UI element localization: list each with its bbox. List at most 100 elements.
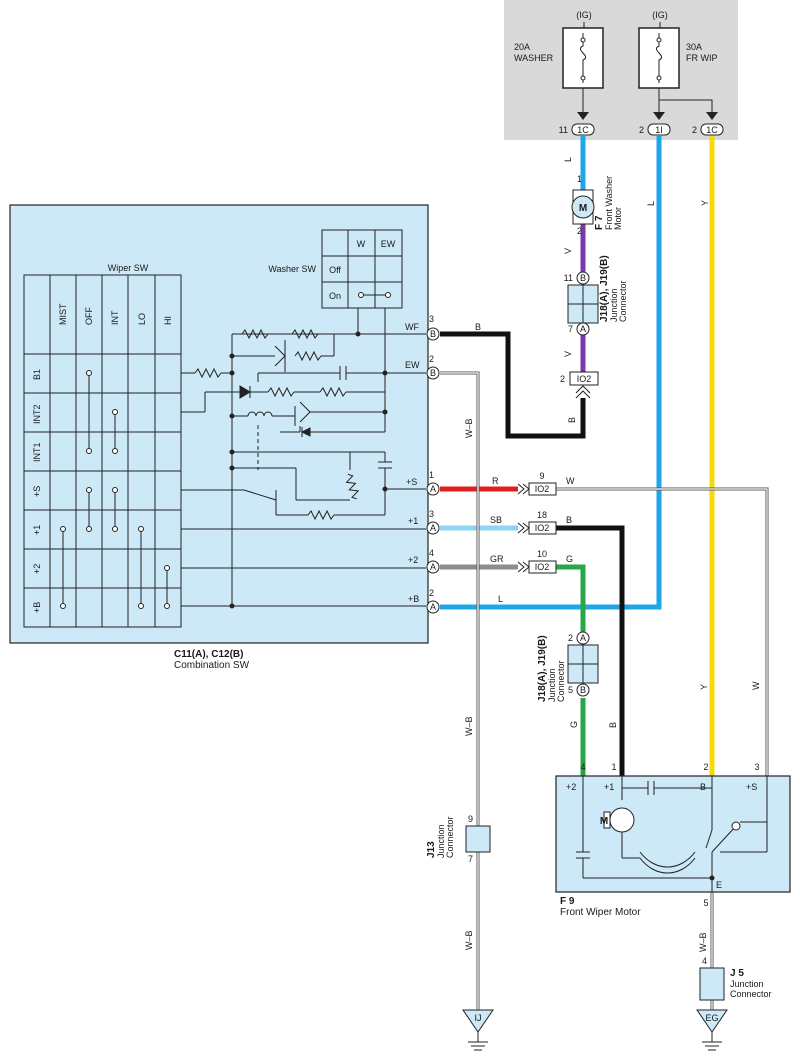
term-b-pin: 2 — [429, 588, 434, 598]
term-s-conn: A — [430, 484, 436, 494]
wiper-fuse-rating: 30A — [686, 42, 702, 52]
wire-label-y-mid: Y — [699, 684, 709, 690]
term-ew-conn: B — [430, 368, 436, 378]
junction-top-conn-top: B — [580, 273, 586, 283]
j5-desc2: Connector — [730, 989, 772, 999]
wire-label-b-low: B — [608, 722, 618, 728]
washer-sw-matrix: W EW Off On — [321, 229, 403, 309]
wiper-col-lo: LO — [137, 313, 147, 325]
wire-label-wb-low: W–B — [464, 930, 474, 950]
wire-label-w-right: W — [751, 681, 761, 690]
wire-label-s: R — [492, 476, 499, 486]
washer-motor-pin-top: 1 — [577, 174, 582, 184]
wiper-motor-code: F 9 — [560, 896, 575, 907]
washer-fuse-name: WASHER — [514, 53, 554, 63]
wiper-col-off: OFF — [84, 307, 94, 325]
wire-labels: L V V B L Y Y W B W–B R SB GR L W B G G … — [464, 157, 761, 952]
io2-top-connector: IO2 2 — [560, 371, 599, 399]
wiper-row-b1: B1 — [32, 369, 42, 380]
front-wiper-motor: 4 1 2 3 5 +2 +1 B +S E — [555, 762, 791, 918]
io2-10-pin: 10 — [537, 549, 547, 559]
term-1-name: +1 — [408, 516, 418, 526]
j5-desc1: Junction — [730, 979, 764, 989]
wiper-col-int: INT — [110, 310, 120, 325]
fuse-pin-conn-2: 1I — [655, 125, 663, 135]
wiper-motor-term-2: +2 — [566, 782, 576, 792]
washer-motor-code: F 7 — [594, 215, 605, 230]
io2-top-pin: 2 — [560, 374, 565, 384]
washer-motor-symbol: M — [579, 203, 587, 214]
j5-pin: 4 — [702, 956, 707, 966]
j13-pin-top: 9 — [468, 814, 473, 824]
washer-sw-title: Washer SW — [268, 264, 316, 274]
io2-top-label: IO2 — [577, 374, 592, 384]
io2-9-pin: 9 — [539, 471, 544, 481]
wire-label-two-out: G — [566, 554, 573, 564]
wiper-row-int2: INT2 — [32, 404, 42, 424]
junction-mid-conn-bottom: B — [580, 685, 586, 695]
ground-ij-label: IJ — [474, 1013, 481, 1023]
wire-label-two: GR — [490, 554, 504, 564]
term-ew-name: EW — [405, 360, 420, 370]
junction-mid-conn-top: A — [580, 633, 586, 643]
term-wf-conn: B — [430, 329, 436, 339]
junction-top-desc2: Connector — [618, 280, 628, 322]
wiper-col-mist: MIST — [58, 303, 68, 325]
wiper-motor-symbol: M — [600, 816, 608, 827]
wire-label-one: SB — [490, 515, 502, 525]
combination-switch: C11(A), C12(B) Combination SW Wiper SW M… — [9, 204, 440, 671]
term-2-conn: A — [430, 562, 436, 572]
junction-top-code: J18(A), J19(B) — [599, 255, 610, 322]
switch-internal-circuit — [181, 308, 426, 609]
wire-label-s-out: W — [566, 476, 575, 486]
wire-label-one-out: B — [566, 515, 572, 525]
wire-label-b: L — [498, 594, 503, 604]
junction-top-pin-top: 11 — [564, 273, 573, 283]
junction-connector-top: B 11 A 7 J18(A), J19(B) Junction Connect… — [564, 255, 628, 336]
io2-18-pin: 18 — [537, 510, 547, 520]
wiper-row-1: +1 — [32, 525, 42, 535]
wire-label-v1: V — [563, 248, 573, 254]
fuse-pin-num-1: 11 — [559, 125, 568, 135]
ground-ij: IJ — [462, 1009, 494, 1051]
switch-terminals: B 3 WF B 2 EW A 1 +S A 3 +1 A 4 +2 A 2 +… — [405, 314, 440, 614]
j13-desc1: Junction — [436, 824, 446, 858]
washer-row-on: On — [329, 291, 341, 301]
combination-sw-code: C11(A), C12(B) — [174, 649, 243, 660]
wire-label-wf: B — [475, 322, 481, 332]
io2-9-label: IO2 — [535, 484, 550, 494]
washer-row-off: Off — [329, 265, 341, 275]
wiper-fuse-supply: (IG) — [652, 10, 668, 20]
ground-eg-label: EG — [705, 1013, 718, 1023]
term-wf-name: WF — [405, 322, 419, 332]
wiper-motor-term-e: E — [716, 880, 722, 890]
wiper-row-b: +B — [32, 602, 42, 613]
j5-code: J 5 — [730, 968, 744, 979]
term-b-conn: A — [430, 602, 436, 612]
wire-label-g-low: G — [569, 721, 579, 728]
fuse-pin-conn-3: 1C — [706, 125, 718, 135]
wiper-motor-name: Front Wiper Motor — [560, 907, 641, 918]
junction-connector-mid: A 2 B 5 J18(A), J19(B) Junction Connecto… — [537, 631, 599, 702]
io2-10-label: IO2 — [535, 562, 550, 572]
combination-sw-name: Combination SW — [174, 660, 250, 671]
washer-motor: M 1 2 F 7 Front Washer Motor — [571, 174, 623, 236]
wiper-fuse-name: FR WIP — [686, 53, 718, 63]
wiper-motor-term-b: B — [700, 782, 706, 792]
term-1-conn: A — [430, 523, 436, 533]
junction-connector-j13: 9 7 J13 Junction Connector — [426, 814, 491, 864]
fuse-pin-num-2: 2 — [639, 125, 644, 135]
wiper-col-hi: HI — [163, 316, 173, 325]
wiper-motor-term-s: +S — [746, 782, 757, 792]
wire-label-l-mid: L — [646, 201, 656, 206]
washer-motor-pin-bottom: 2 — [577, 226, 582, 236]
wiper-motor-pin-1: 1 — [611, 762, 616, 772]
wire-label-l-top: L — [563, 157, 573, 162]
wire-label-wb-right: W–B — [698, 932, 708, 952]
wiper-row-2: +2 — [32, 564, 42, 574]
j13-pin-bottom: 7 — [468, 854, 473, 864]
term-s-pin: 1 — [429, 470, 434, 480]
junction-mid-desc2: Connector — [556, 660, 566, 702]
term-wf-pin: 3 — [429, 314, 434, 324]
